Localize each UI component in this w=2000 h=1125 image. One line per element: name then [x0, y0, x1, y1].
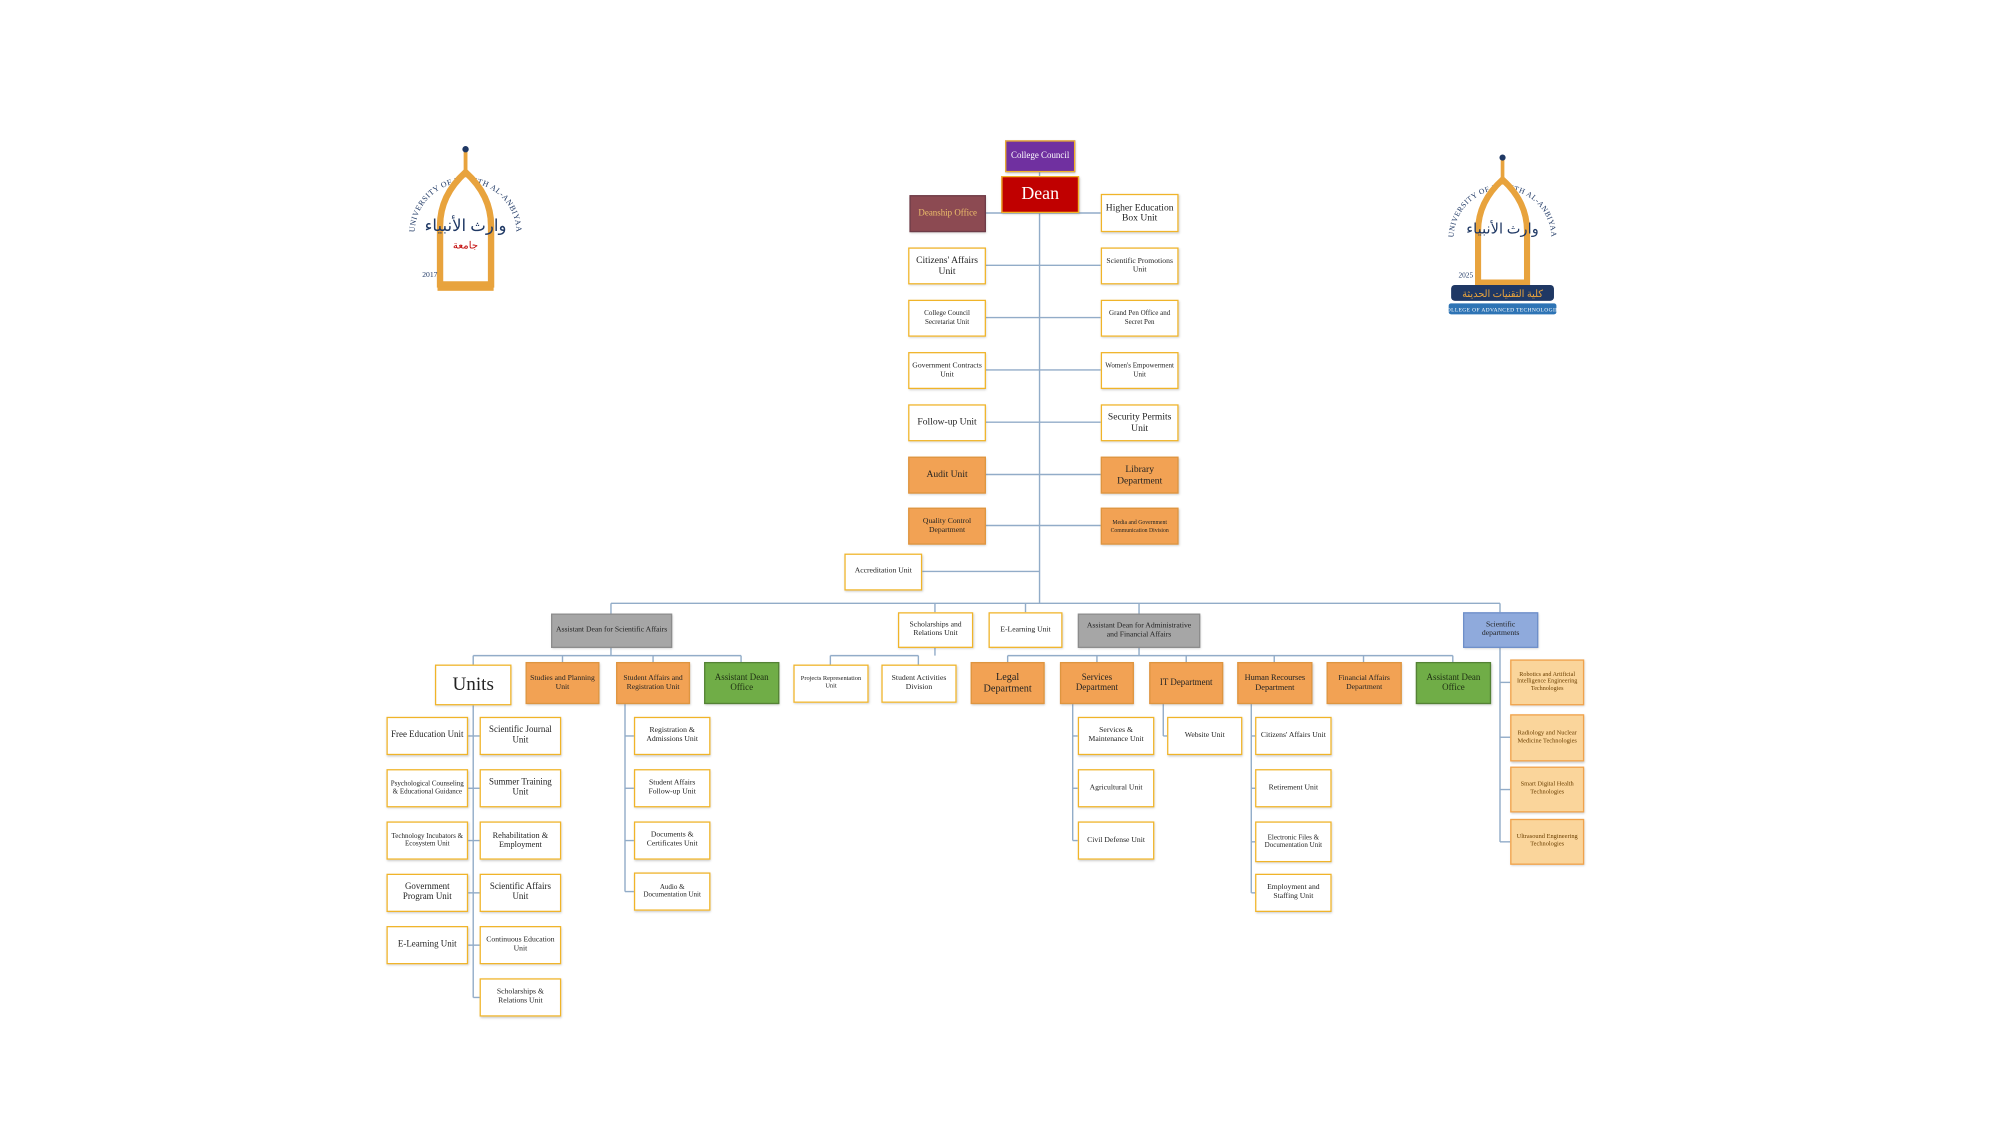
- radiology-nuclear-medicine-technologies-box: Radiology and Nuclear Medicine Technolog…: [1510, 714, 1585, 762]
- continuous-education-unit-box: Continuous Education Unit: [479, 926, 562, 965]
- units-box: Units: [434, 664, 512, 706]
- scholarships-relations-unit-box: Scholarships and Relations Unit: [897, 612, 974, 648]
- services-department-box: Services Department: [1059, 661, 1134, 705]
- services-maintenance-unit-box: Services & Maintenance Unit: [1077, 716, 1155, 756]
- university-logo-left: UNIVERSITY OF WARITH AL-ANBIYAA وارث الأ…: [402, 134, 530, 328]
- rehabilitation-employment-box: Rehabilitation & Employment: [479, 821, 562, 860]
- higher-education-box-unit-box: Higher Education Box Unit: [1100, 193, 1179, 233]
- summer-training-unit-box: Summer Training Unit: [479, 769, 562, 808]
- technology-incubators-ecosystem-unit-box: Technology Incubators & Ecosystem Unit: [386, 821, 469, 860]
- arabic-calligraphy: وارث الأنبياء: [425, 215, 507, 236]
- scientific-journal-unit-box: Scientific Journal Unit: [479, 716, 562, 756]
- library-department-box: Library Department: [1100, 456, 1179, 494]
- student-activities-division-box: Student Activities Division: [881, 664, 957, 703]
- assistant-dean-office-right-box: Assistant Dean Office: [1415, 661, 1492, 705]
- it-department-box: IT Department: [1149, 661, 1224, 705]
- projects-representation-unit-box: Projects Representation Unit: [793, 664, 869, 703]
- founding-year: 2025: [1458, 271, 1473, 280]
- e-learning-unit-box: E-Learning Unit: [988, 612, 1063, 648]
- website-unit-box: Website Unit: [1167, 716, 1243, 756]
- assistant-dean-admin-financial-box: Assistant Dean for Administrative and Fi…: [1077, 613, 1201, 648]
- ultrasound-engineering-technologies-box: Ultrasound Engineering Technologies: [1510, 818, 1585, 865]
- womens-empowerment-unit-box: Women's Empowerment Unit: [1100, 352, 1179, 390]
- government-contracts-unit-box: Government Contracts Unit: [908, 352, 986, 390]
- accreditation-unit-box: Accreditation Unit: [844, 553, 923, 591]
- university-emblem-icon: UNIVERSITY OF WARITH AL-ANBIYAA وارث الأ…: [407, 146, 523, 291]
- scientific-departments-box: Scientific departments: [1463, 612, 1539, 648]
- college-arabic-banner: كلية التقنيات الحديثة: [1462, 289, 1543, 300]
- citizens-affairs-unit-2-box: Citizens' Affairs Unit: [1255, 716, 1332, 756]
- dean-box: Dean: [1001, 176, 1080, 214]
- assistant-dean-office-left-box: Assistant Dean Office: [704, 661, 780, 705]
- security-permits-unit-box: Security Permits Unit: [1100, 404, 1179, 442]
- free-education-unit-box: Free Education Unit: [386, 716, 469, 756]
- audio-documentation-unit-box: Audio & Documentation Unit: [633, 872, 711, 911]
- e-learning-unit-2-box: E-Learning Unit: [386, 926, 469, 965]
- psychological-counseling-guidance-box: Psychological Counseling & Educational G…: [386, 769, 469, 808]
- deanship-office-box: Deanship Office: [909, 195, 986, 233]
- college-council-secretariat-unit-box: College Council Secretariat Unit: [908, 299, 986, 337]
- financial-affairs-department-box: Financial Affairs Department: [1326, 661, 1402, 705]
- student-affairs-follow-up-unit-box: Student Affairs Follow-up Unit: [633, 769, 711, 808]
- assistant-dean-scientific-affairs-box: Assistant Dean for Scientific Affairs: [551, 613, 673, 648]
- retirement-unit-box: Retirement Unit: [1255, 769, 1332, 808]
- employment-staffing-unit-box: Employment and Staffing Unit: [1255, 873, 1332, 912]
- audit-unit-box: Audit Unit: [908, 456, 986, 494]
- arabic-calligraphy: وارث الأنبياء: [1466, 220, 1539, 238]
- follow-up-unit-box: Follow-up Unit: [908, 404, 986, 442]
- legal-department-box: Legal Department: [970, 661, 1045, 705]
- college-council-box: College Council: [1005, 140, 1076, 173]
- human-resources-department-box: Human Recourses Department: [1237, 661, 1313, 705]
- documents-certificates-unit-box: Documents & Certificates Unit: [633, 821, 711, 860]
- smart-digital-health-technologies-box: Smart Digital Health Technologies: [1510, 766, 1585, 813]
- government-program-unit-box: Government Program Unit: [386, 873, 469, 912]
- arabic-sub-text: جامعة: [453, 241, 478, 252]
- registration-admissions-unit-box: Registration & Admissions Unit: [633, 716, 711, 756]
- scientific-promotions-unit-box: Scientific Promotions Unit: [1100, 247, 1179, 285]
- scholarships-relations-unit-2-box: Scholarships & Relations Unit: [479, 978, 562, 1017]
- grand-pen-office-unit-box: Grand Pen Office and Secret Pen: [1100, 299, 1179, 337]
- quality-control-department-box: Quality Control Department: [908, 507, 986, 545]
- robotics-ai-engineering-technologies-box: Robotics and Artificial Intelligence Eng…: [1510, 659, 1585, 706]
- student-affairs-registration-unit-box: Student Affairs and Registration Unit: [616, 661, 691, 705]
- studies-planning-unit-box: Studies and Planning Unit: [525, 661, 600, 705]
- agricultural-unit-box: Agricultural Unit: [1077, 769, 1155, 808]
- scientific-affairs-unit-box: Scientific Affairs Unit: [479, 873, 562, 912]
- media-government-communication-division-box: Media and Government Communication Divis…: [1100, 507, 1179, 545]
- college-logo-right: UNIVERSITY OF WARITH AL-ANBIYAA وارث الأ…: [1441, 143, 1563, 329]
- civil-defense-unit-box: Civil Defense Unit: [1077, 821, 1155, 860]
- citizens-affairs-unit-box: Citizens' Affairs Unit: [908, 247, 986, 285]
- college-english-banner: COLLEGE OF ADVANCED TECHNOLOGIES: [1443, 307, 1563, 313]
- college-emblem-icon: UNIVERSITY OF WARITH AL-ANBIYAA وارث الأ…: [1443, 154, 1563, 315]
- founding-year: 2017: [422, 270, 437, 279]
- electronic-files-documentation-unit-box: Electronic Files & Documentation Unit: [1255, 821, 1332, 863]
